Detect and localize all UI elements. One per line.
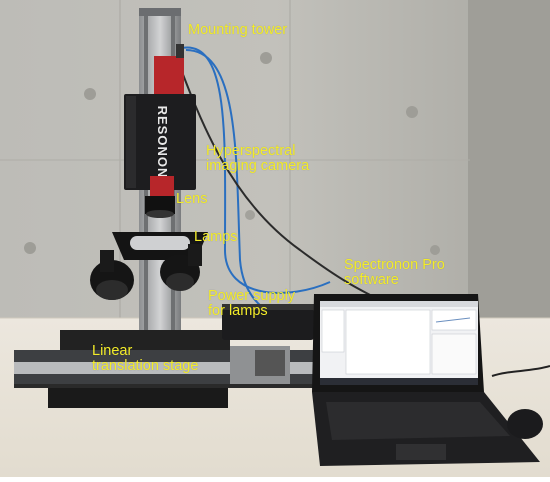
mouse	[507, 409, 543, 439]
base-plate	[60, 330, 230, 352]
label-lamps: Lamps	[194, 229, 238, 245]
power-supply-box	[222, 308, 314, 340]
concrete-wall	[0, 0, 550, 325]
linear-translation-stage	[14, 346, 314, 388]
camera-brand-text: RESONON	[155, 106, 170, 179]
label-spectronon-software: Spectronon Pro software	[344, 257, 445, 288]
label-hyperspectral-camera: Hyperspectral imaging camera	[206, 143, 310, 174]
label-mounting-tower: Mounting tower	[188, 22, 288, 38]
blue-cable	[181, 46, 331, 294]
lamps	[90, 244, 202, 300]
hyperspectral-camera	[124, 94, 196, 190]
camera-connector	[154, 56, 184, 94]
lens	[145, 196, 175, 214]
wall-corner	[468, 0, 550, 330]
laptop	[312, 294, 540, 466]
label-translation-stage: Linear translation stage	[92, 343, 199, 374]
label-power-supply: Power supply for lamps	[208, 288, 296, 319]
label-lens: Lens	[176, 191, 208, 207]
